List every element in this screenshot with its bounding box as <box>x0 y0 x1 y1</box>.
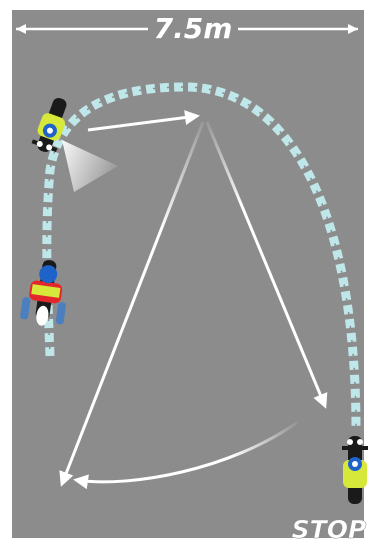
width-label: 7.5m <box>154 12 233 45</box>
stop-label: STOP <box>292 515 367 544</box>
